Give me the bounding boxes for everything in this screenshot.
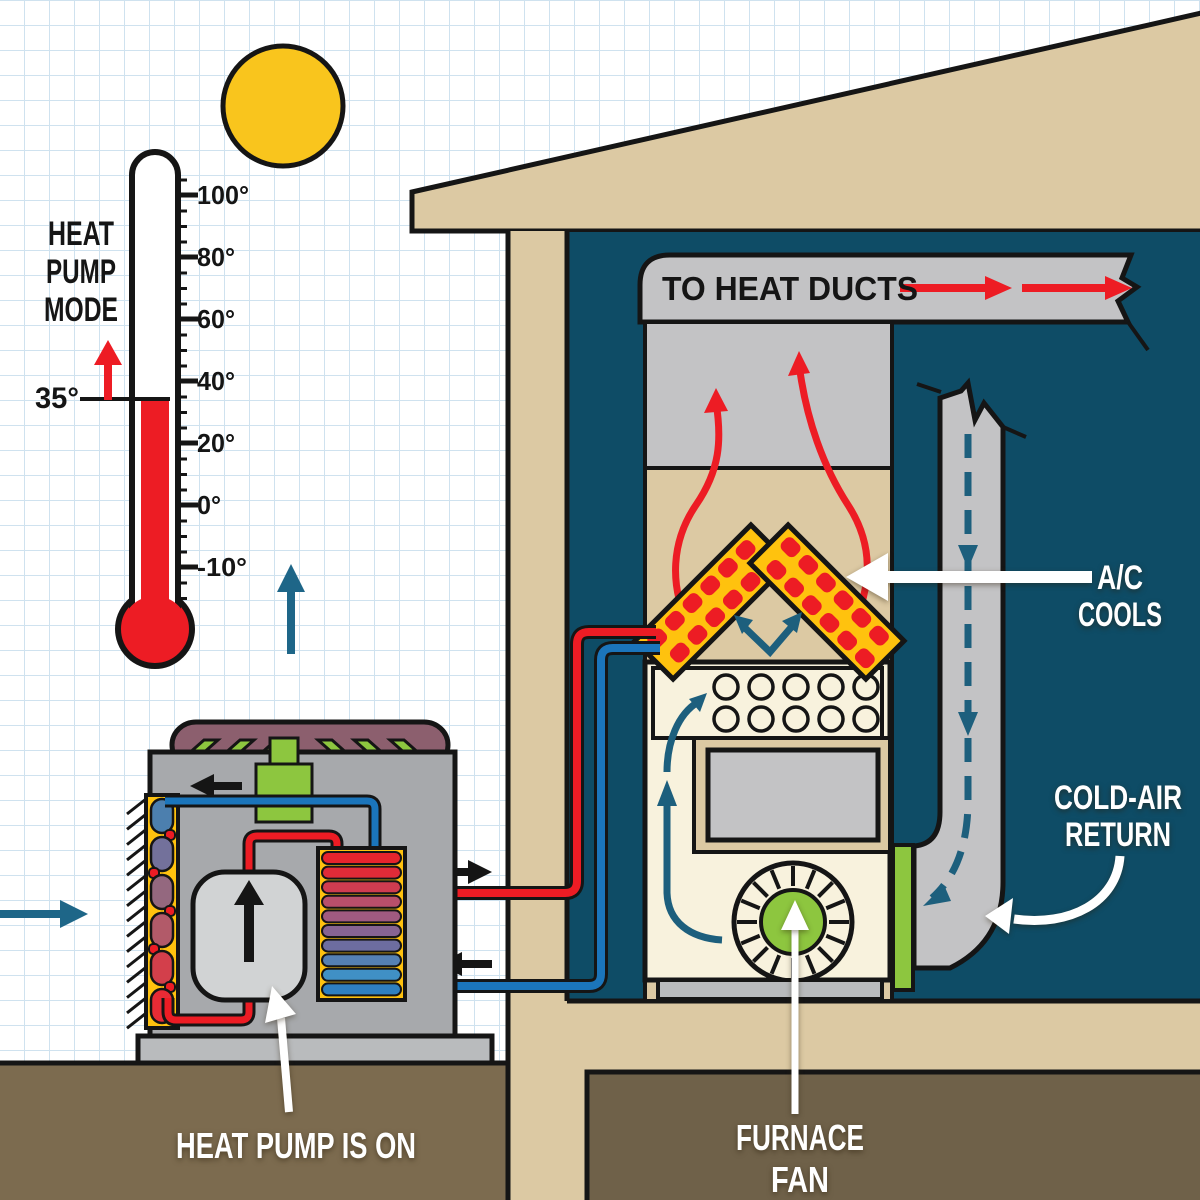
furnace-airflow-arrows (657, 693, 723, 944)
unit-base-pad (135, 1033, 495, 1066)
plenum (643, 320, 894, 470)
callout-arrows (265, 553, 1125, 1114)
basement-ground (584, 1069, 1200, 1200)
outdoor-ground (0, 1063, 508, 1200)
sun-icon (220, 43, 346, 169)
indoor-coil-tubes (321, 851, 402, 997)
furnace-filter (891, 843, 915, 992)
scale-100: 100° (197, 180, 249, 210)
furnace-fan-arrow (781, 900, 809, 1114)
return-break-mark-right (1002, 425, 1027, 439)
furnace-base (656, 978, 884, 1001)
ac-cools-arrow (846, 553, 1092, 601)
outdoor-air-right-arrow (0, 900, 88, 928)
cold-air-return-label-line2: RETURN (1065, 816, 1171, 854)
thermometer-bulb-fill (122, 596, 188, 662)
outdoor-coil-tubes (148, 797, 176, 1025)
scale-20: 20° (197, 428, 235, 458)
temp-rising-arrow (94, 340, 122, 400)
thermometer-column (141, 399, 169, 634)
hot-air-arrows (672, 351, 871, 632)
fan-motor (254, 762, 314, 824)
cold-air-return-label-line1: COLD-AIR (1054, 779, 1182, 817)
refrigerant-lines (398, 625, 660, 993)
furnace-fan-label-line1: FURNACE (736, 1117, 864, 1158)
mode-label-line2: PUMP (46, 253, 116, 291)
scale-neg10: -10° (197, 552, 247, 582)
house-left-wall (508, 231, 567, 1200)
furnace-fan-label-line2: FAN (771, 1159, 829, 1200)
roof (409, 10, 1200, 234)
heat-duct-label: TO HEAT DUCTS (662, 270, 918, 307)
hot-line-flow-arrow (438, 860, 492, 884)
cold-line (398, 644, 660, 990)
cold-air-return-arrow (985, 855, 1125, 934)
fan-shaft (268, 736, 300, 768)
unit-internal-pipes (161, 794, 382, 1027)
duct-flow-arrow-2 (1022, 276, 1132, 300)
duct-break-mark (1126, 320, 1150, 352)
ac-cools-label-line2: COOLS (1078, 596, 1162, 634)
ac-coil-right-tubes (766, 537, 889, 669)
compressor-up-arrow (234, 880, 264, 962)
outdoor-air-up-arrow (277, 564, 305, 654)
coil-air-split-arrow (734, 612, 802, 658)
heat-exchanger (705, 747, 881, 843)
burner-ports (712, 673, 880, 733)
heat-duct (637, 252, 1142, 325)
scale-60: 60° (197, 304, 235, 334)
scale-80: 80° (197, 242, 235, 272)
scale-0: 0° (197, 490, 221, 520)
return-break-mark-left (916, 382, 942, 394)
current-temp-label: 35° (35, 382, 79, 415)
scale-40: 40° (197, 366, 235, 396)
heat-pump-on-label: HEAT PUMP IS ON (176, 1125, 416, 1166)
hot-line (402, 628, 656, 897)
mode-label-line3: MODE (44, 291, 118, 329)
ac-cools-label-line1: A/C (1097, 559, 1143, 597)
duct-flow-arrow-1 (900, 276, 1012, 300)
outdoor-coil-fins (126, 797, 147, 1030)
unit-flow-left-arrow (190, 774, 242, 798)
ac-coil-right (746, 521, 908, 683)
furnace (642, 659, 893, 1001)
heat-pump-unit (126, 719, 495, 1066)
labels: HEAT PUMP MODE 35° 100° 80° 60° 40° 20° … (35, 180, 1182, 1200)
mode-label-line1: HEAT (48, 215, 114, 253)
heat-pump-arrow (265, 986, 296, 1113)
thermometer (80, 149, 198, 669)
return-flow-arrows (923, 434, 978, 906)
